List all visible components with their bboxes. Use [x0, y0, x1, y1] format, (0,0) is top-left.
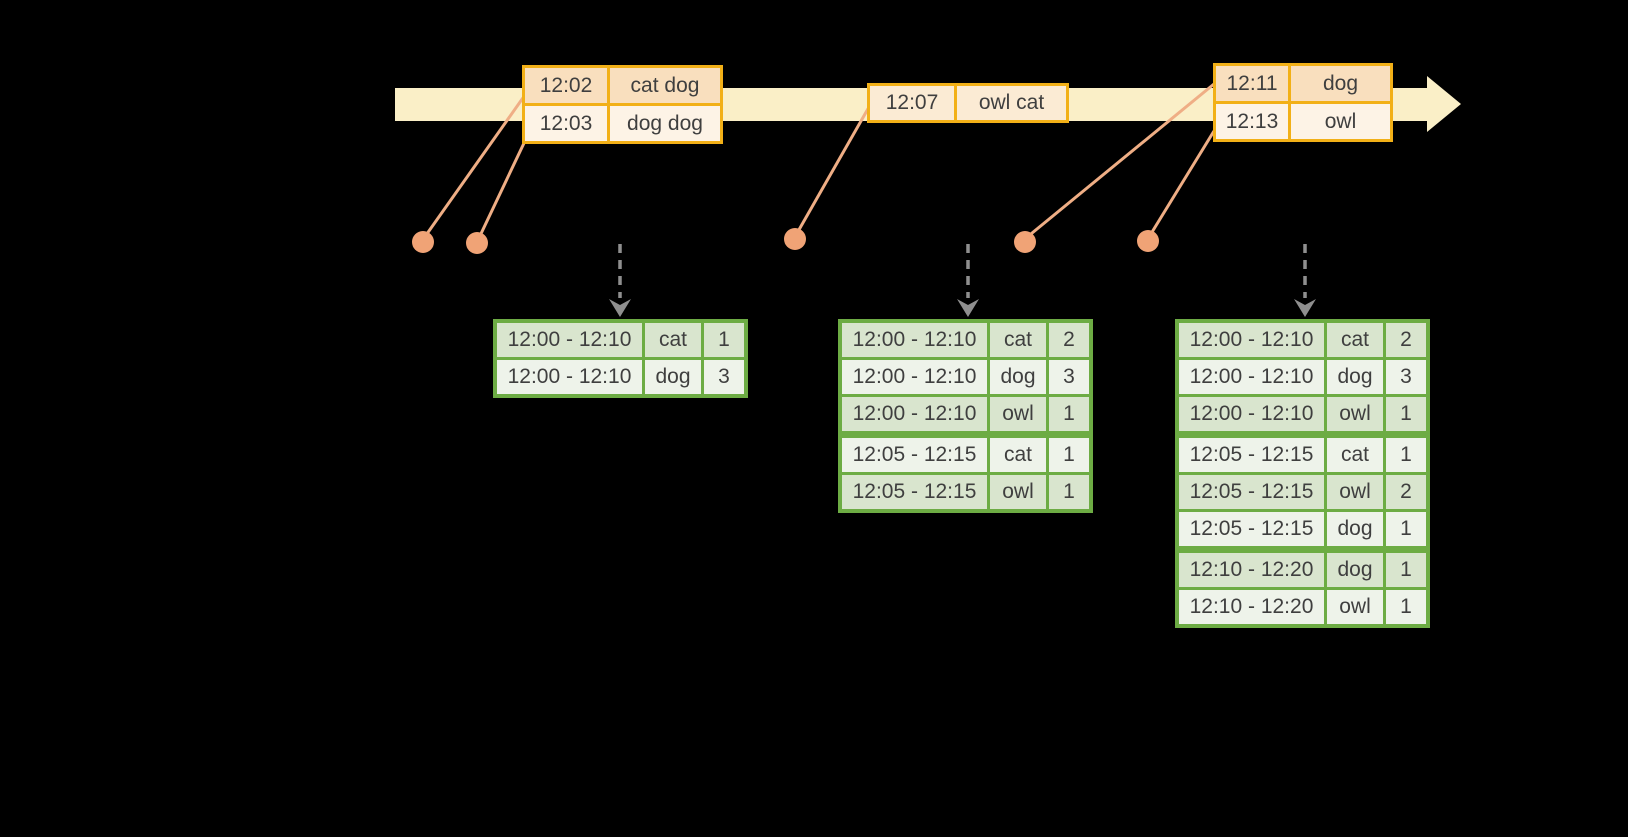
count-cell: 2: [1049, 323, 1089, 357]
event-dot-1213: [1137, 230, 1159, 252]
table-row: 12:00 - 12:10 dog 3: [842, 360, 1089, 394]
table-row: 12:05 - 12:15 owl 2: [1179, 475, 1426, 509]
result-table-1: 12:00 - 12:10 cat 1 12:00 - 12:10 dog 3: [493, 319, 748, 398]
event-words-cell: owl cat: [957, 86, 1066, 120]
count-cell: 1: [1386, 553, 1426, 587]
table-row: 12:05 - 12:15 cat 1: [842, 438, 1089, 472]
window-cell: 12:05 - 12:15: [842, 438, 987, 472]
count-cell: 1: [1049, 475, 1089, 509]
event-dot-1202: [412, 231, 434, 253]
result-table-2: 12:00 - 12:10 cat 2 12:00 - 12:10 dog 3 …: [838, 319, 1093, 513]
word-cell: dog: [1327, 553, 1383, 587]
table-row: 12:00 - 12:10 owl 1: [842, 397, 1089, 431]
window-cell: 12:00 - 12:10: [842, 323, 987, 357]
count-cell: 3: [704, 360, 744, 394]
table-row: 12:10 - 12:20 owl 1: [1179, 590, 1426, 624]
trigger-arrowhead-icon-1: [609, 299, 631, 317]
word-cell: owl: [1327, 475, 1383, 509]
count-cell: 1: [1049, 397, 1089, 431]
count-cell: 1: [1386, 438, 1426, 472]
event-time-cell: 12:07: [870, 86, 954, 120]
word-cell: cat: [1327, 438, 1383, 472]
table-row: 12:10 - 12:20 dog 1: [1179, 553, 1426, 587]
event-words-cell: owl: [1291, 104, 1390, 139]
word-cell: cat: [990, 323, 1046, 357]
word-cell: cat: [990, 438, 1046, 472]
count-cell: 1: [1386, 397, 1426, 431]
timeline-arrowhead-icon: [1427, 76, 1461, 132]
event-box-1207: 12:07 owl cat: [867, 83, 1069, 123]
word-cell: owl: [990, 397, 1046, 431]
word-cell: cat: [645, 323, 701, 357]
table-row: 12:00 - 12:10 owl 1: [1179, 397, 1426, 431]
event-words-cell: dog dog: [610, 106, 720, 141]
window-cell: 12:10 - 12:20: [1179, 590, 1324, 624]
table-row: 12:00 - 12:10 cat 2: [1179, 323, 1426, 357]
count-cell: 2: [1386, 475, 1426, 509]
event-dot-1203: [466, 232, 488, 254]
window-cell: 12:00 - 12:10: [497, 323, 642, 357]
connector-line-1202: [422, 94, 527, 239]
window-cell: 12:05 - 12:15: [1179, 438, 1324, 472]
event-dot-1211: [1014, 231, 1036, 253]
count-cell: 1: [704, 323, 744, 357]
table-row: 12:05 - 12:15 cat 1: [1179, 438, 1426, 472]
event-words-cell: cat dog: [610, 68, 720, 103]
word-cell: dog: [990, 360, 1046, 394]
window-cell: 12:10 - 12:20: [1179, 553, 1324, 587]
window-cell: 12:00 - 12:10: [1179, 360, 1324, 394]
connector-line-1213: [1147, 130, 1216, 238]
word-cell: owl: [1327, 397, 1383, 431]
word-cell: owl: [1327, 590, 1383, 624]
count-cell: 1: [1386, 590, 1426, 624]
event-box-1211-1213: 12:11 dog 12:13 owl: [1213, 63, 1393, 142]
word-cell: owl: [990, 475, 1046, 509]
word-cell: dog: [645, 360, 701, 394]
result-table-3: 12:00 - 12:10 cat 2 12:00 - 12:10 dog 3 …: [1175, 319, 1430, 628]
connector-line-1207: [794, 106, 871, 236]
count-cell: 3: [1049, 360, 1089, 394]
word-cell: dog: [1327, 512, 1383, 546]
trigger-arrowhead-icon-2: [957, 299, 979, 317]
count-cell: 2: [1386, 323, 1426, 357]
count-cell: 1: [1386, 512, 1426, 546]
table-row: 12:00 - 12:10 cat 1: [497, 323, 744, 357]
event-words-cell: dog: [1291, 66, 1390, 101]
table-row: 12:05 - 12:15 dog 1: [1179, 512, 1426, 546]
window-cell: 12:05 - 12:15: [1179, 512, 1324, 546]
event-time-cell: 12:03: [525, 106, 607, 141]
connector-line-1203: [476, 140, 527, 241]
window-cell: 12:00 - 12:10: [1179, 397, 1324, 431]
count-cell: 3: [1386, 360, 1426, 394]
word-cell: cat: [1327, 323, 1383, 357]
window-cell: 12:00 - 12:10: [842, 360, 987, 394]
window-cell: 12:05 - 12:15: [842, 475, 987, 509]
window-cell: 12:00 - 12:10: [497, 360, 642, 394]
event-dot-1207: [784, 228, 806, 250]
window-cell: 12:00 - 12:10: [842, 397, 987, 431]
window-cell: 12:05 - 12:15: [1179, 475, 1324, 509]
word-cell: dog: [1327, 360, 1383, 394]
trigger-arrowhead-icon-3: [1294, 299, 1316, 317]
table-row: 12:00 - 12:10 cat 2: [842, 323, 1089, 357]
event-time-cell: 12:11: [1216, 66, 1288, 101]
event-box-1202-1203: 12:02 cat dog 12:03 dog dog: [522, 65, 723, 144]
count-cell: 1: [1049, 438, 1089, 472]
connector-line-1211: [1025, 82, 1215, 240]
event-time-cell: 12:02: [525, 68, 607, 103]
window-cell: 12:00 - 12:10: [1179, 323, 1324, 357]
table-row: 12:00 - 12:10 dog 3: [1179, 360, 1426, 394]
event-time-cell: 12:13: [1216, 104, 1288, 139]
table-row: 12:05 - 12:15 owl 1: [842, 475, 1089, 509]
table-row: 12:00 - 12:10 dog 3: [497, 360, 744, 394]
